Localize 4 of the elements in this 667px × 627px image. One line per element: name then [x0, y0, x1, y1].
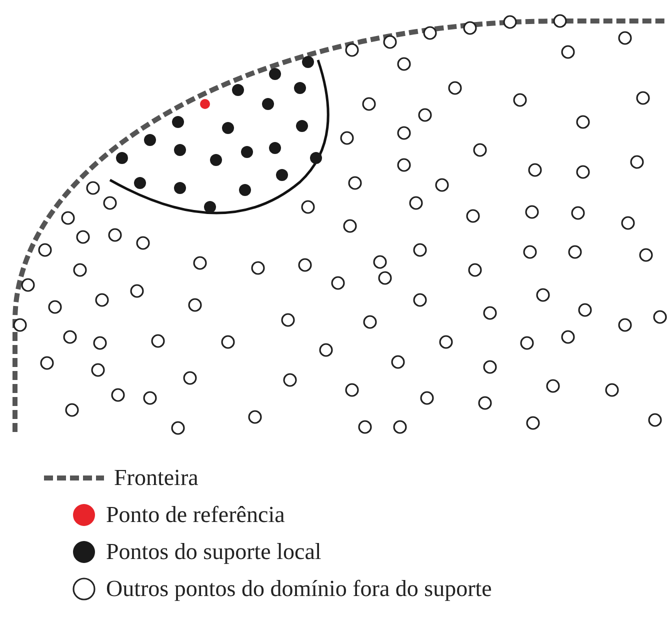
legend-label: Pontos do suporte local	[106, 539, 322, 565]
legend-label: Ponto de referência	[106, 502, 285, 528]
legend-label: Fronteira	[114, 465, 198, 491]
legend-label: Outros pontos do domínio fora do suporte	[106, 576, 492, 602]
